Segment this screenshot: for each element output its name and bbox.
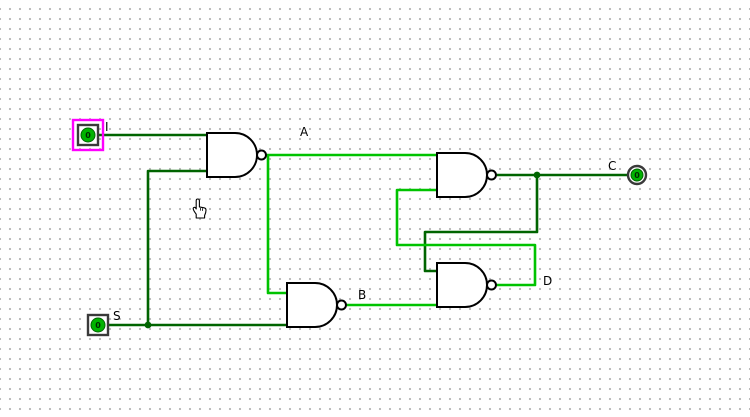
hand-cursor-icon — [192, 198, 207, 219]
input-pin-s[interactable]: 0 — [86, 313, 110, 337]
and-shape — [436, 262, 488, 308]
and-shape — [206, 132, 258, 178]
input-pin-i[interactable]: 0 — [71, 118, 105, 152]
pin-label-c: C — [608, 159, 616, 173]
and-shape — [436, 152, 488, 198]
wire-label-b: B — [358, 288, 366, 302]
selection-box — [71, 118, 105, 152]
inverter-bubble — [486, 279, 497, 291]
wire-feedback-d[interactable] — [395, 188, 537, 287]
output-pin-c[interactable]: 0 — [626, 164, 648, 186]
inverter-bubble — [336, 299, 347, 311]
pin-state-indicator — [90, 317, 106, 333]
wire-junction — [144, 321, 152, 329]
inverter-bubble — [256, 149, 267, 161]
wire-label-d: D — [543, 274, 552, 288]
pin-value: 0 — [85, 131, 91, 140]
pin-state-indicator — [80, 127, 96, 143]
wire-feedback-c[interactable] — [423, 175, 539, 273]
wire-label-a: A — [300, 125, 309, 139]
pin-label-i: I — [105, 120, 109, 134]
nand-gate-g2[interactable] — [286, 282, 347, 328]
and-shape — [286, 282, 338, 328]
pin-value: 0 — [95, 321, 101, 330]
wire-a-branch[interactable] — [266, 155, 287, 295]
pin-label-s: S — [113, 309, 121, 323]
nand-gate-g3[interactable] — [436, 152, 497, 198]
wire-junction — [533, 171, 541, 179]
nand-gate-g4[interactable] — [436, 262, 497, 308]
pin-state-indicator — [630, 168, 644, 182]
nand-gate-g1[interactable] — [206, 132, 267, 178]
inverter-bubble — [486, 169, 497, 181]
wire-enable-branch[interactable] — [146, 169, 207, 325]
pin-value: 0 — [634, 171, 640, 180]
